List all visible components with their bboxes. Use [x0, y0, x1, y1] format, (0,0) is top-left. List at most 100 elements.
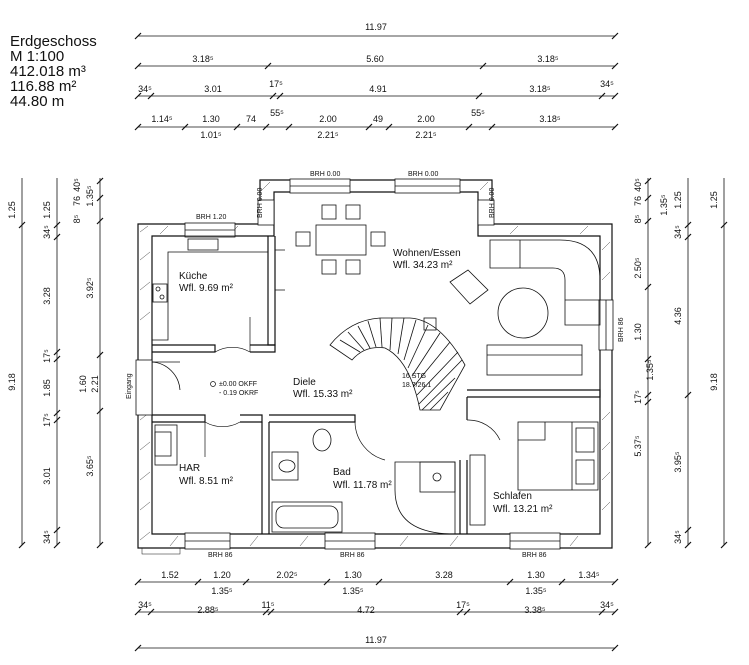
dim-bot-r1-b: 1.20	[213, 570, 231, 580]
dim-bot-r1-j: 1.35⁵	[525, 586, 547, 596]
level-okrf-label: - 0.19 OKRF	[219, 390, 258, 397]
level-marker-icon	[210, 381, 216, 387]
annotation-labels: 16 STG 18.7/26.1 ±0.00 OKFF - 0.19 OKRF …	[126, 171, 625, 559]
dim-bot-r2-c: 11⁵	[261, 600, 274, 610]
dim-top-r3-h: 55⁵	[471, 108, 485, 118]
left-dimension-texts: 1.25 9.18 1.25 34⁵ 3.28 17⁵ 1.85 17⁵ 3.0…	[7, 178, 100, 544]
room-wohnen-name: Wohnen/Essen	[393, 248, 461, 259]
left-dimensions	[18, 177, 104, 549]
door-swings	[204, 249, 501, 461]
dim-top-r1-c: 3.18⁵	[537, 54, 559, 64]
brh-bottom-1-label: BRH 86	[208, 552, 233, 559]
dim-bot-r1-e: 3.28	[435, 570, 453, 580]
dim-top-r3-d: 55⁵	[270, 108, 284, 118]
plan-scale: M 1:100	[10, 48, 65, 65]
stair-ratio-label: 18.7/26.1	[402, 382, 431, 389]
dim-left-c2-b: 34⁵	[42, 225, 52, 239]
dim-top-r3-c: 74	[246, 114, 256, 124]
windows	[184, 178, 614, 550]
dim-left-c1-b: 9.18	[7, 373, 17, 391]
bottom-dimension-texts: 1.52 1.20 2.02⁵ 1.30 3.28 1.30 1.34⁵ 1.3…	[138, 570, 614, 645]
brh-bottom-2-label: BRH 86	[340, 552, 365, 559]
plan-info-block: Erdgeschoss M 1:100 412.018 m³ 116.88 m²…	[10, 34, 97, 109]
dim-right-c1-b: 76	[633, 196, 643, 206]
room-schlafen-area: Wfl. 13.21 m²	[493, 504, 553, 515]
kitchen-counter	[151, 235, 269, 341]
dim-bot-r1-i: 1.35⁵	[342, 586, 364, 596]
top-dimensions	[134, 32, 619, 131]
dim-right-c1-c: 40⁵	[633, 178, 643, 192]
dim-top-r3-b: 1.30	[202, 114, 220, 124]
dim-left-c2-e: 1.85	[42, 379, 52, 397]
bottom-dimensions	[134, 578, 619, 652]
dining-table-set	[295, 204, 386, 275]
plan-title: Erdgeschoss	[10, 33, 97, 50]
dim-left-c3-h: 3.65⁵	[85, 455, 95, 477]
coffee-table	[497, 287, 549, 339]
brh-top-2-label: BRH 0.00	[408, 171, 438, 178]
entrance-label: Eingang	[126, 373, 133, 399]
dim-left-c1-a: 1.25	[7, 201, 17, 219]
dim-top-r3-l: 2.21⁵	[415, 130, 437, 140]
dim-bot-r1-c: 2.02⁵	[276, 570, 298, 580]
dim-right-c1-e: 2.50⁵	[633, 257, 643, 279]
dim-right-c3-a: 1.25	[709, 191, 719, 209]
dim-right-c1-g: 1.35⁵	[645, 359, 655, 381]
dim-bot-r1-f: 1.30	[527, 570, 545, 580]
room-kueche-name: Küche	[179, 271, 208, 282]
bed	[517, 421, 599, 491]
utility-appliances	[154, 424, 178, 466]
room-diele-name: Diele	[293, 377, 316, 388]
dim-right-c2-e: 34⁵	[673, 530, 683, 544]
brh-right-label: BRH 0.00	[489, 188, 496, 218]
dim-bot-r1-a: 1.52	[161, 570, 179, 580]
dim-left-c2-c: 3.28	[42, 287, 52, 305]
dim-bot-r2-a: 34⁵	[138, 600, 152, 610]
dim-top-r2-f: 34⁵	[600, 79, 614, 89]
dim-bot-r2-d: 4.72	[357, 605, 375, 615]
dim-right-c1-d: 1.35⁵	[659, 194, 669, 216]
dim-right-c2-a: 1.25	[673, 191, 683, 209]
dim-left-c3-a: 8⁵	[72, 214, 82, 223]
dim-left-c2-h: 34⁵	[42, 530, 52, 544]
dim-bot-r2-e: 17⁵	[456, 600, 470, 610]
brh-bottom-3-label: BRH 86	[522, 552, 547, 559]
dim-bot-r2-f: 3.38⁵	[524, 605, 546, 615]
room-har-name: HAR	[179, 463, 200, 474]
dim-bot-r2-g: 34⁵	[600, 600, 614, 610]
right-dimensions	[644, 177, 728, 549]
dim-right-c1-h: 17⁵	[633, 390, 643, 404]
room-labels: Küche Wfl. 9.69 m² Wohnen/Essen Wfl. 34.…	[179, 248, 553, 515]
dim-left-c3-d: 1.35⁵	[85, 185, 95, 207]
dim-top-r2-a: 34⁵	[138, 84, 152, 94]
dim-top-r3-f: 49	[373, 114, 383, 124]
dim-top-total: 11.97	[365, 22, 387, 32]
brh-left-label: BRH 0.00	[257, 188, 264, 218]
dim-right-c2-c: 4.36	[673, 307, 683, 325]
interior-walls	[152, 236, 601, 534]
room-bad-area: Wfl. 11.78 m²	[333, 480, 392, 491]
dim-left-c2-d: 17⁵	[42, 349, 52, 363]
room-bad-name: Bad	[333, 467, 351, 478]
dim-right-c3-b: 9.18	[709, 373, 719, 391]
right-dimension-texts: 8⁵ 76 40⁵ 1.35⁵ 2.50⁵ 1.30 1.35⁵ 17⁵ 5.3…	[633, 178, 719, 544]
dim-left-c3-g: 2.21	[90, 375, 100, 393]
dim-bot-r1-h: 1.35⁵	[211, 586, 233, 596]
plan-volume: 412.018 m³	[10, 63, 86, 80]
dim-top-r1-b: 5.60	[366, 54, 384, 64]
dim-top-r2-d: 4.91	[369, 84, 387, 94]
dim-top-r2-c: 17⁵	[269, 79, 283, 89]
stair-count-label: 16 STG	[402, 373, 426, 380]
dim-bot-r1-g: 1.34⁵	[578, 570, 600, 580]
dim-top-r2-b: 3.01	[204, 84, 222, 94]
dim-bot-total: 11.97	[365, 635, 387, 645]
dim-top-r3-a: 1.14⁵	[151, 114, 173, 124]
entrance-door	[135, 359, 181, 416]
level-okff-label: ±0.00 OKFF	[219, 381, 257, 388]
room-har-area: Wfl. 8.51 m²	[179, 476, 234, 487]
dim-top-r3-i: 3.18⁵	[539, 114, 561, 124]
plan-area: 116.88 m²	[10, 78, 77, 95]
dim-left-c3-f: 1.60	[78, 375, 88, 393]
dim-left-c2-g: 3.01	[42, 467, 52, 485]
